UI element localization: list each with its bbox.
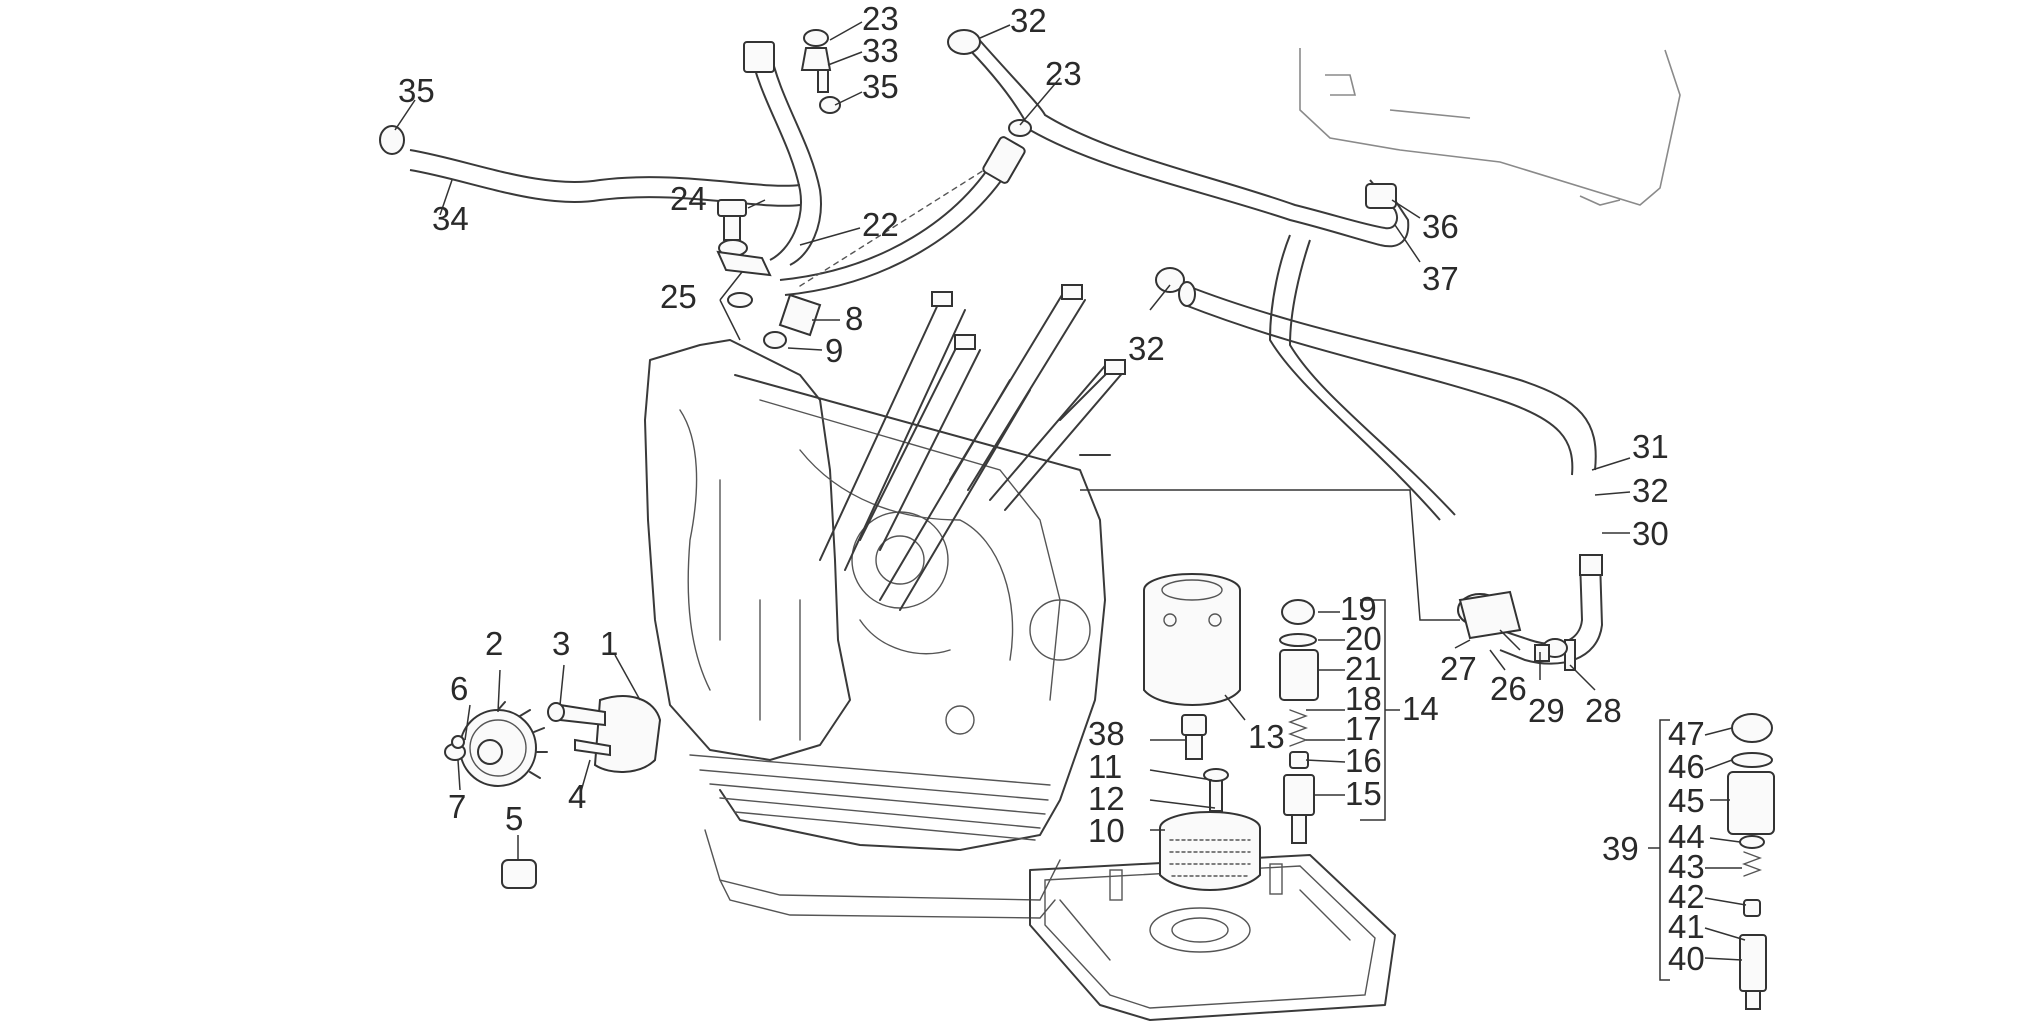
callout-18: 18 [1345,680,1382,717]
callout-6: 6 [450,670,468,707]
callout-30: 30 [1632,515,1669,552]
callout-1: 1 [600,625,618,662]
callout-15: 15 [1345,775,1382,812]
engine-crankcase [644,284,1126,919]
callout-26: 26 [1490,670,1527,707]
callout-27: 27 [1440,650,1477,687]
callout-4: 4 [568,778,586,815]
callout-21: 21 [1345,650,1382,687]
hoses [379,29,1604,665]
callout-10: 10 [1088,812,1125,849]
callout-40: 40 [1668,940,1705,977]
callout-13: 13 [1248,718,1285,755]
callout-32a: 32 [1010,2,1047,39]
callout-41: 41 [1668,908,1705,945]
callout-3: 3 [552,625,570,662]
callout-45: 45 [1668,782,1705,819]
callout-14: 14 [1402,690,1439,727]
callout-17: 17 [1345,710,1382,747]
callout-44: 44 [1668,818,1705,855]
callout-24: 24 [670,180,707,217]
callout-12: 12 [1088,780,1125,817]
callout-28: 28 [1585,692,1622,729]
callout-7: 7 [448,788,466,825]
callout-2: 2 [485,625,503,662]
callout-42: 42 [1668,878,1705,915]
callout-33: 33 [862,32,899,69]
callout-47: 47 [1668,715,1705,752]
callout-35a: 35 [398,72,435,109]
callout-25: 25 [660,278,697,315]
callout-29: 29 [1528,692,1565,729]
callout-39: 39 [1602,830,1639,867]
callout-32c: 32 [1632,472,1669,509]
fittings [716,29,841,349]
callout-labels: 1 2 3 4 5 6 7 8 9 10 11 12 13 14 15 16 1… [398,0,1705,977]
callout-35b: 35 [862,68,899,105]
callout-5: 5 [505,800,523,837]
callout-9: 9 [825,332,843,369]
callout-19: 19 [1340,590,1377,627]
leader-lines [394,21,1747,981]
callout-11: 11 [1088,748,1122,785]
callout-36: 36 [1422,208,1459,245]
callout-31: 31 [1632,428,1669,465]
oil-filter-assembly [1143,573,1576,891]
callout-38: 38 [1088,715,1125,752]
callout-34: 34 [432,200,469,237]
tank-outline [1299,48,1681,206]
callout-23a: 23 [862,0,899,37]
callout-8: 8 [845,300,863,337]
valve-assembly-39 [1727,713,1775,1010]
oil-sump-pan [1029,854,1396,1021]
callout-37: 37 [1422,260,1459,297]
callout-16: 16 [1345,742,1382,779]
callout-32b: 32 [1128,330,1165,367]
callout-22: 22 [862,206,899,243]
callout-43: 43 [1668,848,1705,885]
callout-20: 20 [1345,620,1382,657]
callout-46: 46 [1668,748,1705,785]
oil-pump-assembly [444,695,662,889]
callout-23b: 23 [1045,55,1082,92]
